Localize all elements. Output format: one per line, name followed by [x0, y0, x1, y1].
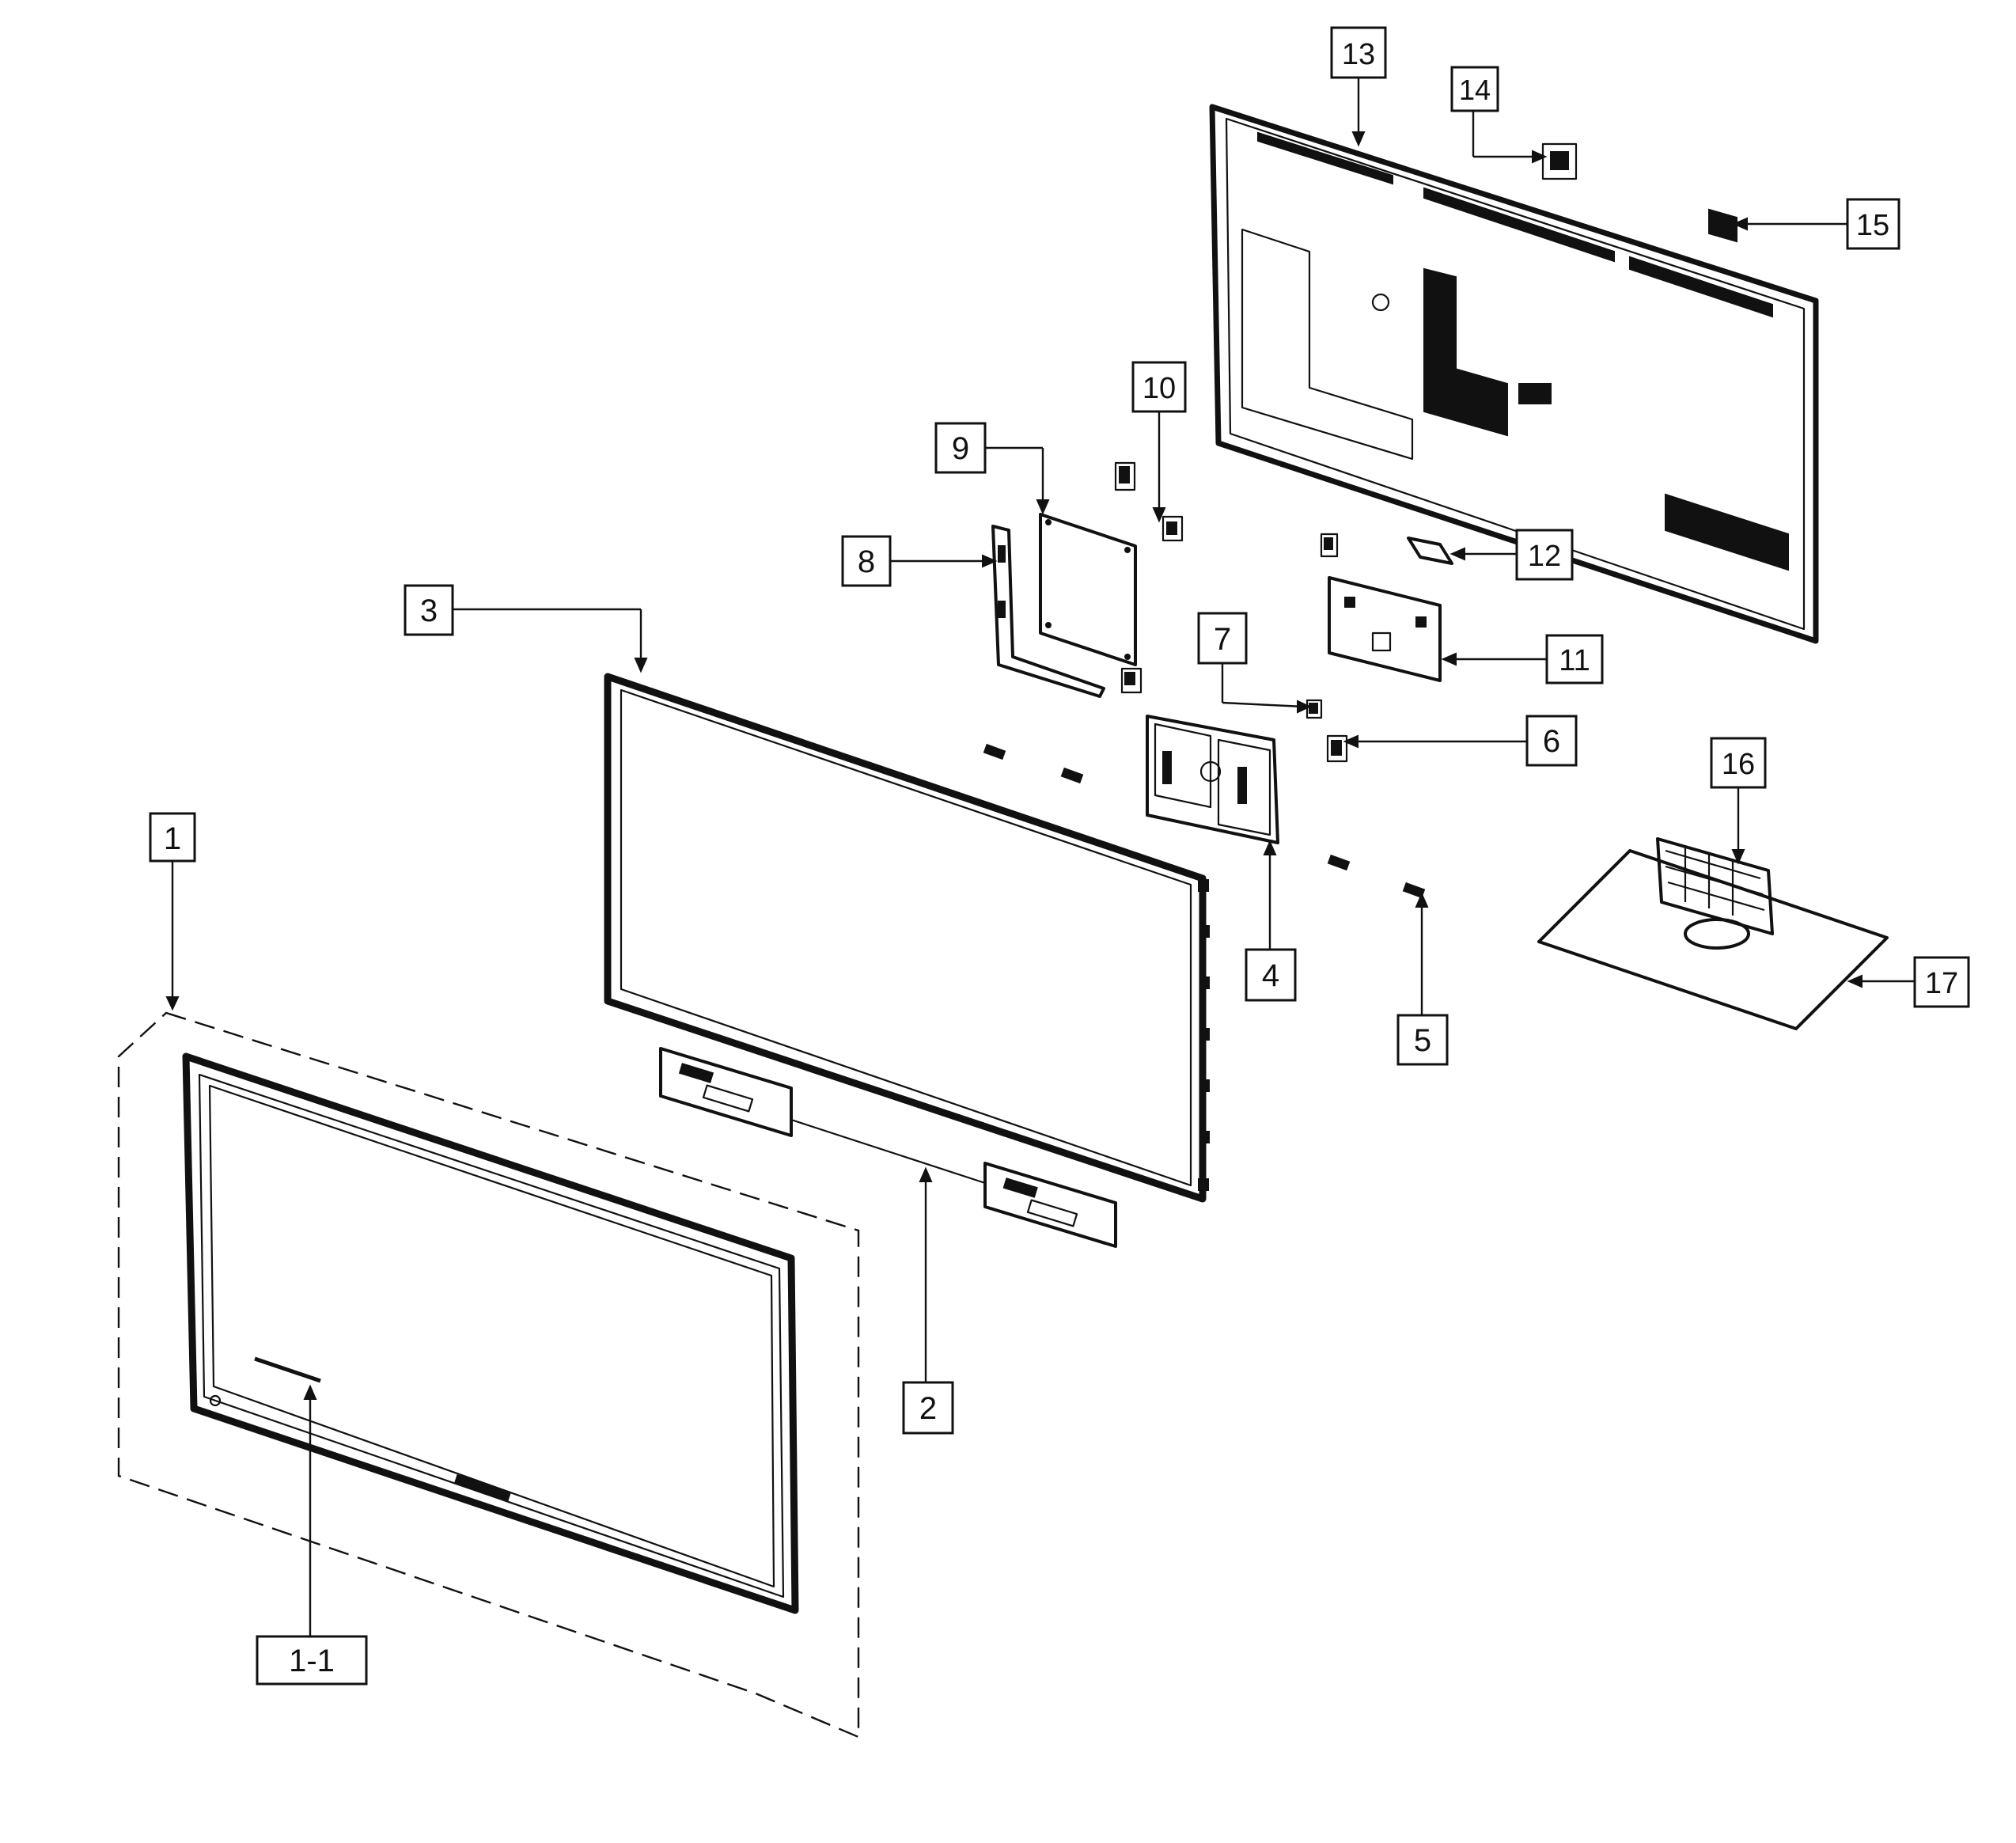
callout-part-10: 10	[1131, 361, 1187, 413]
callout-part-12: 12	[1515, 529, 1574, 581]
label-text: 1	[164, 821, 181, 856]
stand-neck-part-16	[1656, 837, 1774, 935]
callout-part-13: 13	[1330, 26, 1387, 79]
callout-part-5: 5	[1396, 1014, 1449, 1066]
brackets-part-2	[659, 1047, 1117, 1248]
label-text: 17	[1925, 967, 1958, 1000]
panel-part-3	[604, 673, 1210, 1203]
callout-part-6: 6	[1525, 715, 1578, 767]
callout-part-17: 17	[1913, 956, 1970, 1008]
callout-part-8: 8	[841, 535, 892, 587]
label-text: 13	[1342, 38, 1375, 71]
label-text: 6	[1543, 724, 1560, 759]
label-text: 14	[1459, 74, 1491, 106]
callout-part-16: 16	[1710, 737, 1767, 789]
clip-part-10	[1114, 461, 1184, 694]
bracket-part-15	[1708, 208, 1737, 243]
label-text: 2	[919, 1391, 937, 1426]
label-text: 5	[1414, 1023, 1431, 1058]
label-text: 4	[1262, 958, 1279, 993]
label-text: 15	[1856, 209, 1889, 242]
screws	[983, 743, 1426, 899]
callout-part-14: 14	[1450, 66, 1499, 112]
clip-part-12	[1320, 533, 1453, 565]
label-text: 11	[1559, 644, 1590, 677]
callout-part-11: 11	[1545, 634, 1604, 684]
clip-part-6	[1326, 734, 1348, 763]
label-text: 3	[420, 593, 438, 628]
front-bezel-part-1	[117, 1011, 860, 1739]
rear-vents	[1257, 131, 1789, 571]
callout-part-4: 4	[1245, 948, 1297, 1002]
main-bracket-part-4	[1146, 715, 1279, 844]
clip-part-7	[1305, 699, 1323, 719]
label-text: 12	[1528, 540, 1561, 573]
label-text: 7	[1214, 622, 1231, 657]
callout-part-7: 7	[1197, 612, 1248, 665]
stand-base-part-17	[1537, 849, 1889, 1030]
label-text: 9	[952, 431, 969, 466]
leader-lines	[165, 78, 1915, 1636]
bracket-part-14	[1541, 142, 1578, 180]
label-text: 16	[1722, 748, 1755, 781]
panel-edge-clips	[1198, 879, 1210, 1191]
label-text: 10	[1143, 372, 1176, 405]
callout-part-2: 2	[902, 1381, 954, 1435]
rear-cover-part-13	[1209, 104, 1819, 644]
callout-part-1: 1	[149, 812, 196, 863]
callout-part-3: 3	[404, 584, 454, 636]
bracket-part-11	[1328, 576, 1442, 682]
bracket-part-8	[991, 525, 1105, 698]
board-part-9	[1039, 513, 1137, 666]
callout-part-9: 9	[934, 422, 987, 474]
label-text: 8	[858, 544, 875, 579]
callout-part-15: 15	[1846, 198, 1900, 250]
label-text: 1-1	[289, 1644, 335, 1678]
callout-part-1-1: 1-1	[256, 1635, 368, 1686]
